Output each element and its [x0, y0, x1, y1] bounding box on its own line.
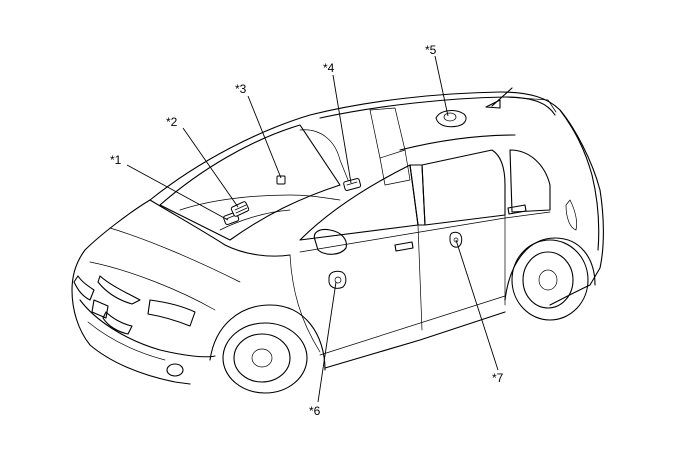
leader-7 [455, 239, 499, 371]
component-4-part [343, 178, 362, 191]
leader-5 [434, 55, 449, 117]
component-3-part [276, 175, 286, 185]
leader-1 [126, 164, 229, 221]
components [223, 110, 467, 289]
callout-7-label: *7 [492, 371, 504, 385]
component-2-part [230, 201, 250, 217]
callout-labels: *1 *2 *3 *4 *5 *6 *7 [110, 43, 504, 418]
leader-lines [126, 55, 499, 403]
leader-4 [332, 74, 352, 184]
leader-3 [247, 95, 282, 179]
callout-6-label: *6 [309, 404, 321, 418]
callout-3-label: *3 [235, 82, 247, 96]
leader-2 [182, 127, 239, 208]
callout-2-label: *2 [166, 115, 178, 129]
component-5-part [435, 110, 467, 128]
car-body [71, 87, 604, 394]
leader-6 [317, 281, 337, 403]
component-7-part [449, 231, 463, 248]
component-6-part [328, 270, 347, 289]
callout-1-label: *1 [110, 153, 122, 167]
car-cabin [159, 107, 551, 353]
callout-4-label: *4 [323, 61, 335, 75]
callout-5-label: *5 [425, 43, 437, 57]
